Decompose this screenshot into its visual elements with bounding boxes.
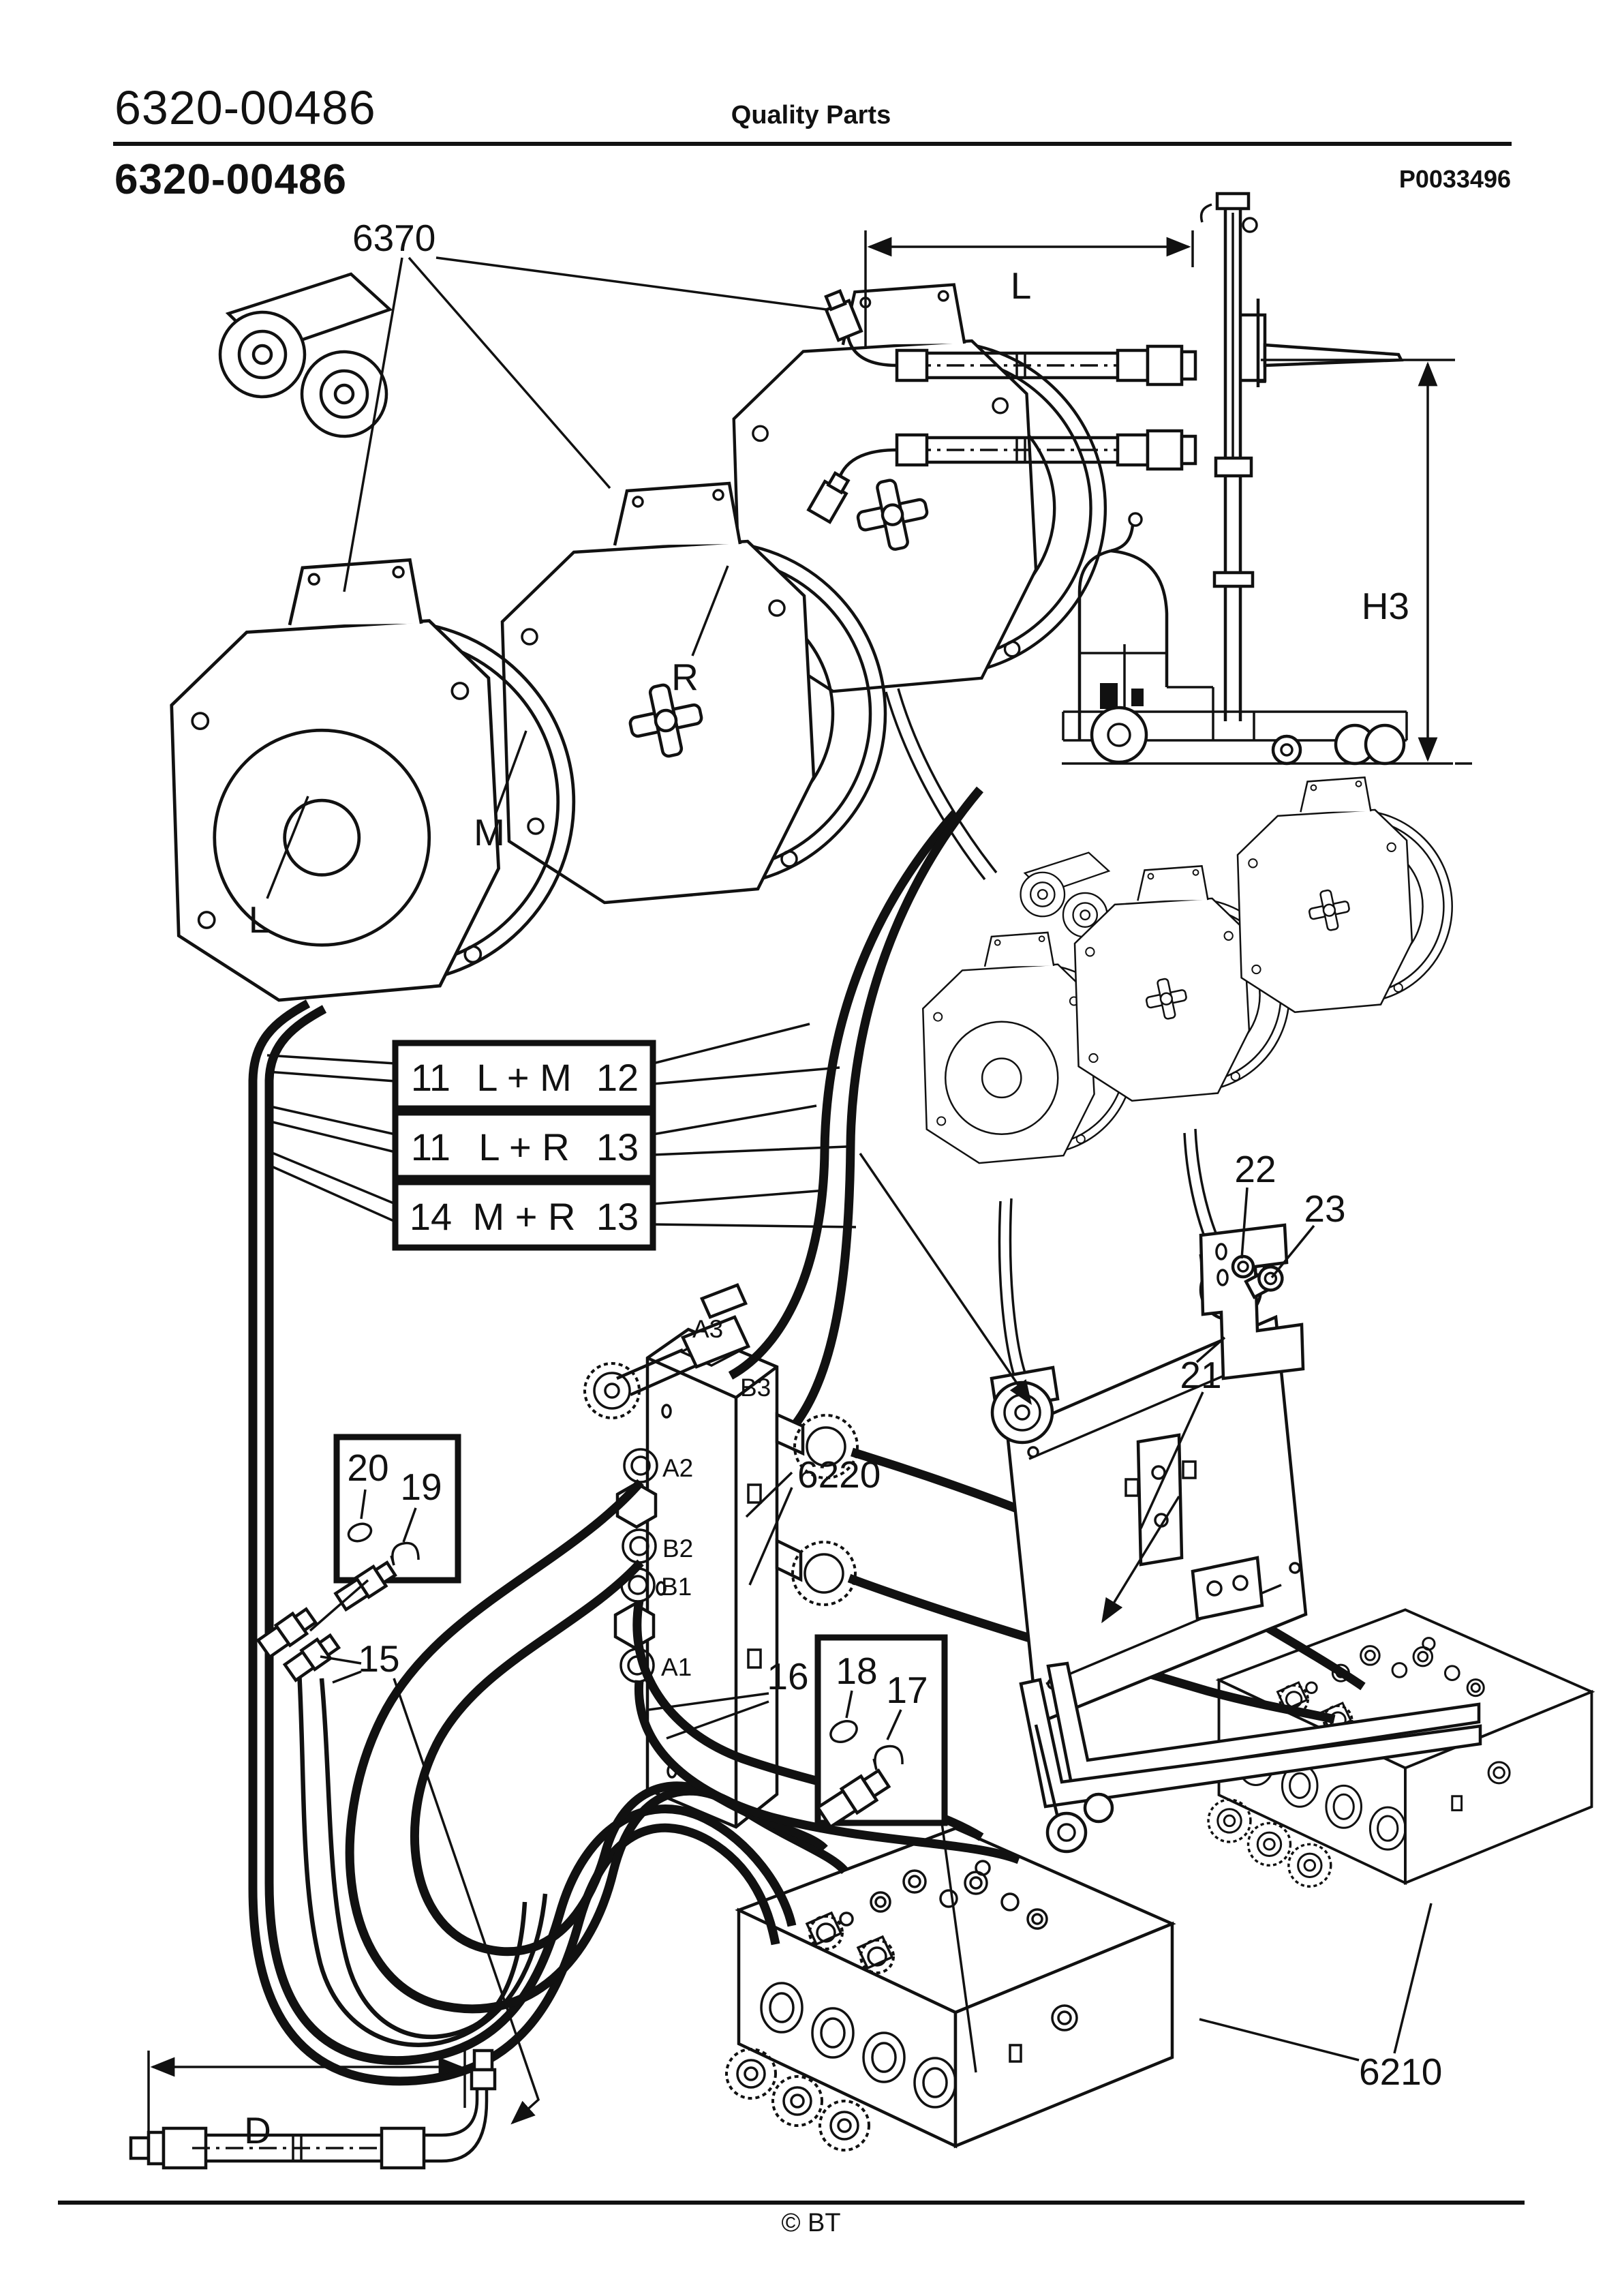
pulley-assembly-top [220,274,390,436]
dimension-hose-length [864,230,1194,349]
hydraulic-hose-lower [806,429,1197,524]
drawing-code: P0033496 [1398,165,1511,193]
label-item-19: 19 [400,1466,442,1508]
header-part-number: 6320-00486 [114,81,376,134]
callout-leader-lines [266,1023,1180,1624]
hose-d-drawing [129,2049,497,2170]
label-port-b2: B2 [662,1535,693,1562]
callout-box-l-m: 11 L + M 12 [392,1040,656,1112]
label-reel-l: L [249,898,270,941]
label-dim-l: L [1011,265,1032,307]
label-port-a1: A1 [661,1653,692,1681]
label-item-23: 23 [1304,1188,1345,1230]
middle-reel-set [885,688,1453,1164]
label-port-b1: B1 [661,1573,692,1601]
label-item-22: 22 [1234,1148,1276,1190]
label-item-16: 16 [767,1655,808,1697]
label-reel-m: M [474,811,505,854]
callout-1-right: 12 [596,1056,639,1099]
footer-copyright: © BT [781,2209,841,2237]
reel-kit-leader-lines [266,256,838,899]
label-item-15: 15 [358,1637,399,1680]
dimension-lift-height [1261,359,1472,765]
manifold-leader-lines [1199,1903,1433,2061]
label-item-21: 21 [1180,1354,1221,1396]
callout-1-combo: L + M [476,1056,572,1099]
label-item-18: 18 [836,1650,877,1692]
label-junction-block-6220: 6220 [797,1453,881,1496]
elbow-fittings-15 [256,1607,540,2125]
callout-box-l-r: 11 L + R 13 [392,1109,656,1181]
callout-3-left: 14 [410,1195,452,1238]
label-item-20: 20 [347,1447,388,1489]
label-port-a2: A2 [662,1454,693,1482]
hydraulic-hose-upper [824,289,1197,387]
label-dim-h3: H3 [1362,585,1409,627]
detail-box-18-17 [648,1634,977,2073]
label-dim-d: D [244,2109,271,2151]
callout-box-m-r: 14 M + R 13 [392,1179,656,1251]
label-port-a3: A3 [692,1315,723,1343]
header-rule [113,142,1512,146]
label-manifolds-6210: 6210 [1359,2051,1442,2093]
label-item-17: 17 [886,1669,928,1711]
junction-block-leaders [745,1471,793,1586]
footer-rule [58,2201,1525,2205]
mounting-bracket-21 [1139,1187,1315,1529]
callout-2-left: 11 [411,1126,450,1168]
page-title: 6320-00486 [114,156,347,203]
detail-box-20-19 [309,1434,461,1632]
label-reel-r: R [671,656,699,698]
header-section-title: Quality Parts [731,101,891,130]
callout-1-left: 11 [411,1056,450,1099]
callout-2-right: 13 [596,1126,639,1168]
callout-3-combo: M + R [473,1195,576,1238]
callout-3-right: 13 [596,1195,639,1238]
callout-2-combo: L + R [478,1126,569,1168]
reach-truck-drawing [1062,192,1453,766]
label-reel-kit-6370: 6370 [352,217,435,259]
dimension-hose-d [147,2051,466,2132]
label-port-b3: B3 [740,1374,771,1402]
